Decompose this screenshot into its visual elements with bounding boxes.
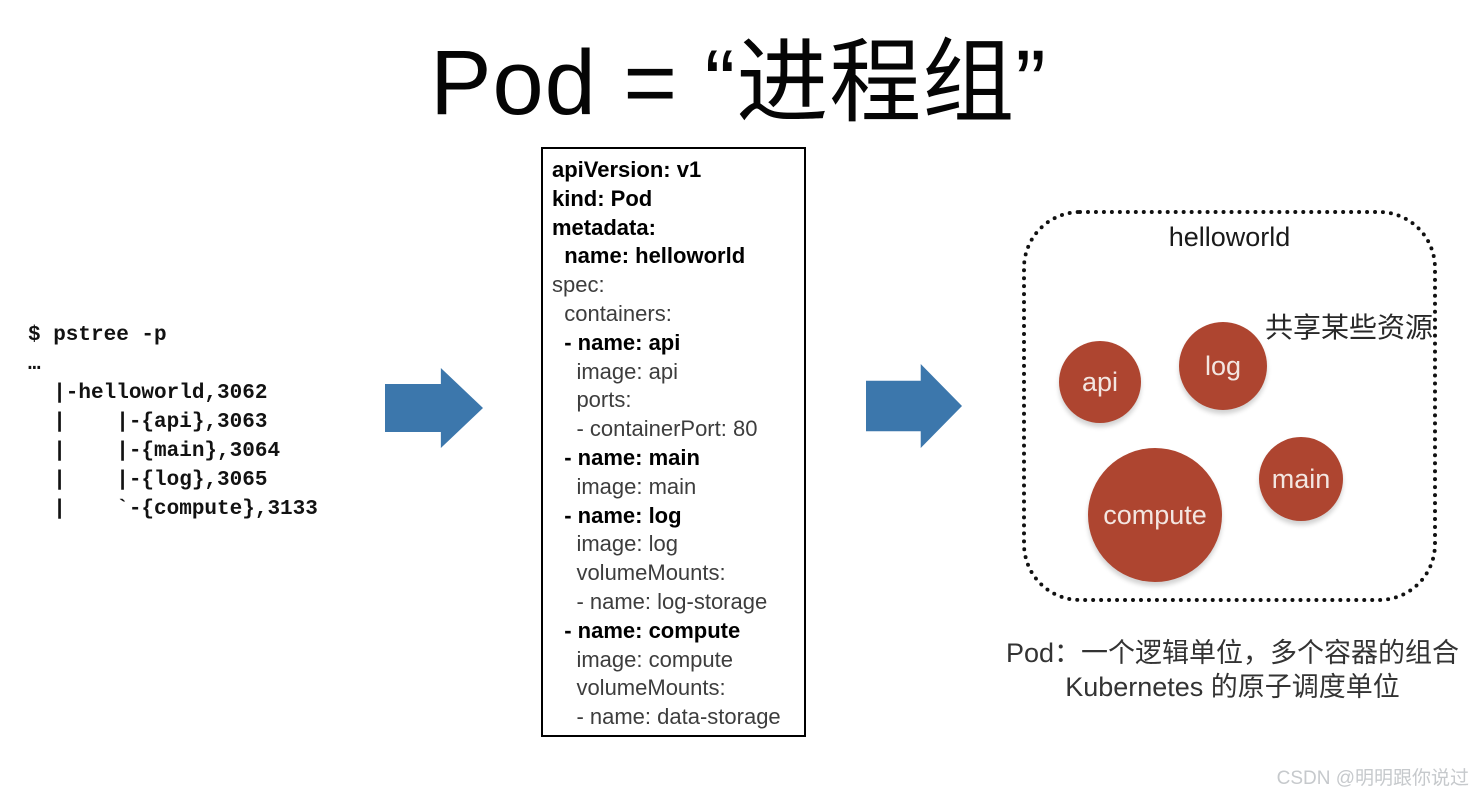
watermark: CSDN @明明跟你说过	[1276, 768, 1469, 789]
pod-boundary: helloworld 共享某些资源 api log compute main	[1022, 210, 1437, 602]
yaml-code: apiVersion: v1 kind: Pod metadata: name: h…	[552, 156, 804, 732]
yaml-line: image: compute	[552, 646, 733, 672]
yaml-line: image: main	[552, 473, 697, 499]
container-circle-main: main	[1259, 437, 1343, 521]
yaml-line: spec:	[552, 272, 605, 298]
yaml-line: - name: log-storage	[552, 588, 768, 614]
yaml-line: - name: log	[552, 502, 682, 528]
page-title: Pod = “进程组”	[430, 32, 1047, 134]
yaml-line: name: helloworld	[552, 243, 746, 269]
yaml-line: image: log	[552, 531, 678, 557]
caption-line-1: Pod：一个逻辑单位，多个容器的组合	[1005, 638, 1460, 668]
shared-resources-note: 共享某些资源	[1264, 312, 1433, 343]
container-label: main	[1271, 463, 1331, 494]
terminal-output: $ pstree -p … |-helloworld,3062 | |-{api…	[28, 324, 318, 521]
yaml-line: ports:	[552, 387, 632, 413]
yaml-line: - name: api	[552, 329, 681, 355]
arrow-right-icon	[385, 368, 483, 448]
container-circle-log: log	[1179, 322, 1267, 410]
container-label: log	[1204, 350, 1242, 381]
pod-caption: Pod：一个逻辑单位，多个容器的组合 Kubernetes 的原子调度单位	[995, 636, 1470, 704]
container-circle-api: api	[1059, 341, 1141, 423]
yaml-line: - name: main	[552, 444, 700, 470]
yaml-line: - containerPort: 80	[552, 416, 758, 442]
yaml-line: volumeMounts:	[552, 560, 726, 586]
yaml-line: containers:	[552, 300, 672, 326]
container-label: api	[1081, 366, 1119, 397]
yaml-box: apiVersion: v1 kind: Pod metadata: name: h…	[541, 147, 806, 737]
yaml-line: metadata:	[552, 214, 656, 240]
yaml-line: - name: compute	[552, 617, 741, 643]
container-label: compute	[1103, 499, 1207, 530]
arrow-right-icon	[866, 364, 962, 448]
caption-line-2: Kubernetes 的原子调度单位	[1065, 672, 1400, 702]
yaml-line: image: api	[552, 358, 678, 384]
yaml-line: apiVersion: v1	[552, 157, 702, 182]
yaml-line: - name: data-storage	[552, 704, 781, 730]
pod-name-label: helloworld	[1168, 222, 1291, 252]
container-circle-compute: compute	[1088, 448, 1222, 582]
yaml-line: volumeMounts:	[552, 675, 726, 701]
yaml-line: kind: Pod	[552, 185, 653, 211]
